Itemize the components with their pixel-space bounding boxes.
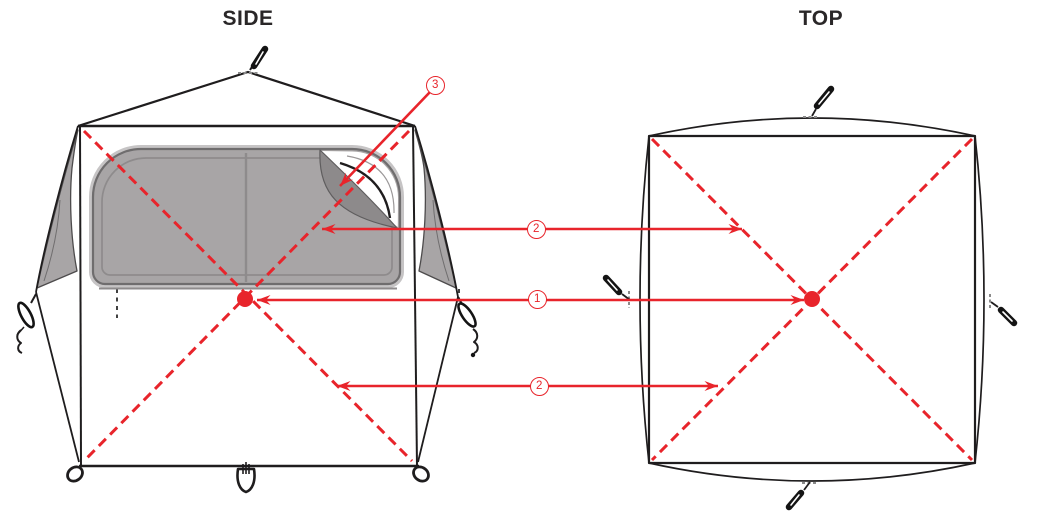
side-right-wall-crease	[432, 199, 450, 282]
side-right-fly-edge	[414, 125, 459, 298]
stake-loop-left-icon	[66, 465, 84, 483]
stake-loop-center-icon	[236, 462, 256, 494]
side-view	[16, 45, 479, 494]
side-roof	[77, 70, 416, 128]
side-left-edge	[79, 125, 82, 467]
top-fly-bow-bottom	[648, 462, 976, 482]
side-left-wall-panel	[36, 129, 79, 289]
callout-badge-1: 1	[527, 289, 547, 309]
top-center-point	[804, 291, 820, 307]
side-window	[89, 145, 404, 290]
top-tab-bottom-icon	[785, 481, 818, 511]
top-fly-bow-top	[648, 117, 976, 137]
side-right-guy-line	[417, 296, 459, 463]
side-right-wall-panel	[414, 129, 457, 289]
window-frame-arc	[339, 161, 392, 219]
callout-badge-2-lower: 2	[529, 376, 549, 396]
side-left-guy-line	[35, 291, 80, 463]
window-frame-thin-line	[346, 155, 395, 214]
top-view-title: TOP	[798, 7, 844, 30]
side-left-wall-crease	[43, 199, 61, 282]
side-right-edge	[412, 125, 418, 467]
side-left-fly-edge	[35, 125, 79, 293]
top-tab-left-icon	[602, 274, 631, 308]
apex-tie-slit	[255, 51, 264, 65]
top-tab-top-icon	[803, 85, 835, 118]
top-fly-bow-right	[974, 135, 985, 464]
side-center-point	[237, 291, 253, 307]
top-tab-right-icon	[989, 294, 1018, 327]
side-left-toggle-icon	[16, 293, 37, 354]
side-right-toggle-icon	[457, 296, 479, 358]
callout-badge-3: 3	[425, 75, 445, 95]
callout-arrow-3	[339, 91, 431, 187]
side-view-title: SIDE	[222, 7, 274, 30]
callout-badge-2-upper: 2	[526, 219, 546, 239]
stake-loop-right-icon	[412, 465, 430, 483]
